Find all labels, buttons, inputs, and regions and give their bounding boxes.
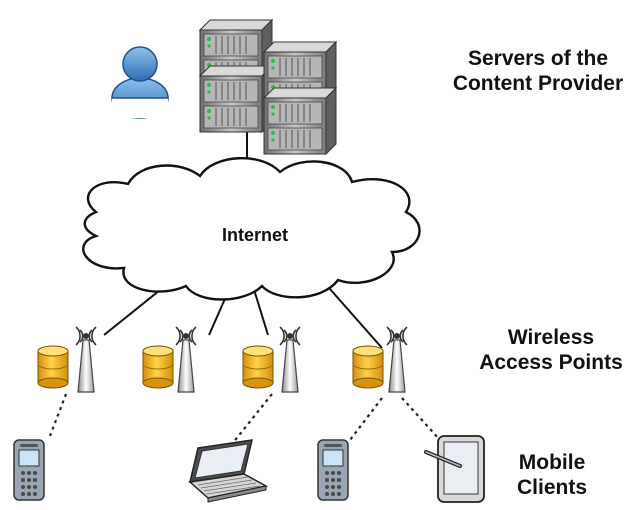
servers-label: Servers of the Content Provider (440, 46, 636, 96)
database-cylinder-icon (352, 345, 384, 389)
access-point-4 (352, 326, 408, 393)
wireless-antenna-icon (175, 326, 197, 393)
wireless-link-laptop (231, 393, 273, 445)
user-icon (111, 46, 169, 119)
mobile-phone-icon (13, 439, 45, 501)
wireless-antenna-icon (386, 326, 408, 393)
servers-label-line1: Servers of the (467, 47, 609, 70)
wireless-label-line1: Wireless (507, 326, 595, 349)
wireless-link-tablet (401, 397, 441, 441)
wireless-antenna-icon (75, 326, 97, 393)
internet-cloud-icon: Internet (82, 156, 421, 301)
server-rack-icon (199, 19, 337, 155)
internet-label: Internet (222, 225, 288, 245)
tablet-icon (424, 435, 485, 503)
servers-label-line2: Content Provider (452, 72, 624, 95)
access-point-3 (242, 326, 301, 393)
mobile-clients-label: Mobile Clients (500, 450, 604, 500)
database-cylinder-icon (142, 345, 174, 389)
wireless-links (48, 393, 441, 445)
access-point-1 (37, 326, 97, 393)
access-point-2 (142, 326, 197, 393)
database-cylinder-icon (37, 345, 69, 389)
link-ap-4 (321, 279, 383, 349)
wireless-antenna-icon (279, 326, 301, 393)
mobile-phone-icon (317, 439, 349, 501)
wireless-label-line2: Access Points (479, 351, 623, 374)
wireless-link-phone-2 (349, 397, 383, 441)
wireless-link-phone-1 (48, 393, 68, 437)
database-cylinder-icon (242, 345, 274, 389)
mobile-label-line1: Mobile (518, 451, 586, 474)
mobile-label-line2: Clients (516, 476, 587, 499)
wireless-label: Wireless Access Points (466, 325, 636, 375)
laptop-icon (188, 439, 269, 503)
